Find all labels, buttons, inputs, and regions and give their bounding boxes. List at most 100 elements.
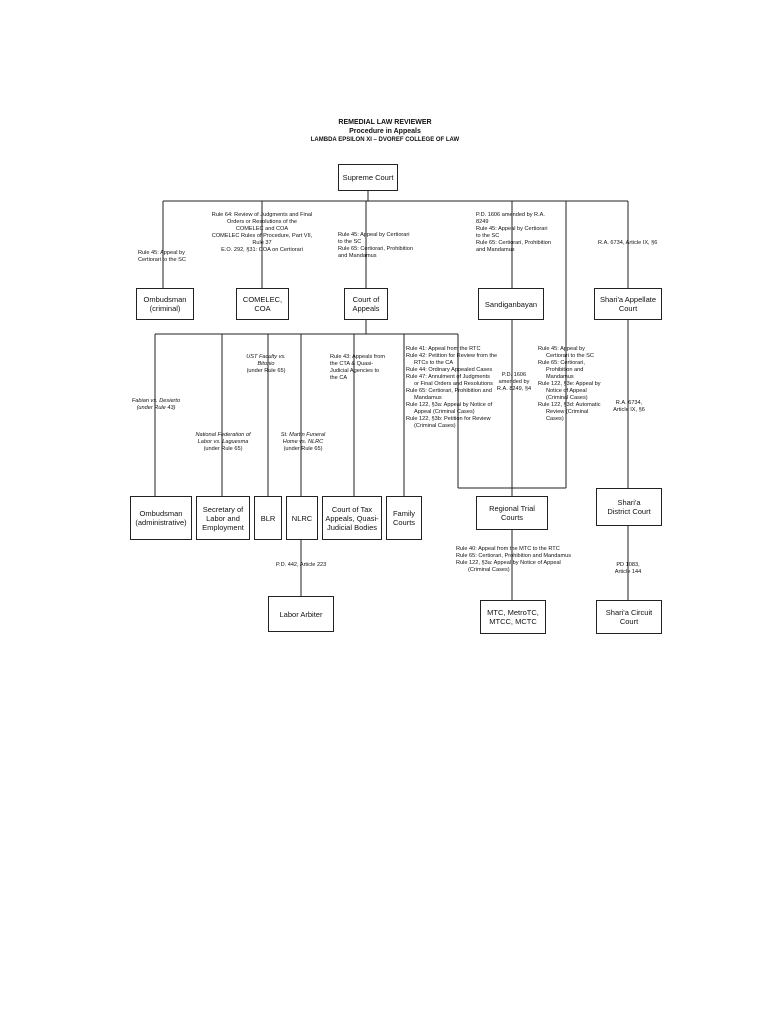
node-nlrc: NLRC xyxy=(286,496,318,540)
node-label: MTC, MetroTC, xyxy=(487,608,539,617)
label-rule-43: Rule 43: Appeals from the CTA & Quasi- J… xyxy=(330,354,385,382)
node-label: District Court xyxy=(607,507,651,516)
label-line: Home vs. NLRC xyxy=(282,439,324,445)
label-pd1606: P.D. 1606 amended by R.A. 8249, §4 xyxy=(492,372,536,393)
label-line: Rule 45: Appeal by xyxy=(538,346,585,352)
node-label: Ombudsman xyxy=(139,509,183,518)
label-line: Rule 122, §3b: Petition for Review xyxy=(406,416,491,422)
node-label: COA xyxy=(254,304,271,313)
node-label: Court of Tax xyxy=(331,504,373,514)
node-label: Sandiganbayan xyxy=(484,299,538,309)
label-line: R.A. 6734, xyxy=(615,400,643,406)
label-line: Article IX, §6 xyxy=(613,407,645,413)
label-line: Rule 65: Certiorari, Prohibition xyxy=(476,240,551,246)
label-line: Article 144 xyxy=(614,569,642,575)
header-subtitle: Procedure in Appeals xyxy=(349,128,421,135)
label-line: COMELEC Rules of Procedure, Part VII, xyxy=(211,233,313,239)
label-line: (Criminal Cases) xyxy=(546,395,588,401)
label-line: St. Martin Funeral xyxy=(280,432,326,438)
label-line: to the SC xyxy=(338,239,362,245)
label-line: Rule 122, §3a: Appeal by Notice of xyxy=(406,402,493,408)
node-label: Appeals, Quasi- xyxy=(325,513,379,523)
label-line: Review (Criminal xyxy=(546,409,589,415)
label-line: Rule 65: Certiorari, Prohibition xyxy=(338,246,413,252)
label-line: to the SC xyxy=(476,233,500,239)
label-line: R.A. 6734, Article IX, §6 xyxy=(598,240,658,246)
label-line: COMELEC and COA xyxy=(235,226,289,232)
label-line: and Mandamus xyxy=(476,247,515,253)
label-line: Mandamus xyxy=(414,395,442,401)
node-court-of-tax-appeals: Court of Tax Appeals, Quasi- Judicial Bo… xyxy=(322,496,382,540)
label-line: or Final Orders and Resolutions xyxy=(414,381,493,387)
label-line: Rule 42: Petition for Review from the xyxy=(406,353,498,359)
label-line: and Mandamus xyxy=(338,253,377,259)
label-line: Rule 45: Appeal by Certiorari xyxy=(476,226,548,232)
label-line: Appeal (Criminal Cases) xyxy=(414,409,475,415)
node-label: Court xyxy=(619,617,639,626)
label-line: (under Rule 65) xyxy=(246,368,286,374)
label-line: Prohibition and xyxy=(546,367,584,373)
label-ca-to-sc: Rule 45: Appeal by Certiorari to the SC … xyxy=(338,232,413,260)
label-line: (Criminal Cases) xyxy=(414,423,456,429)
label-rtc-to-sc: Rule 45: Appeal by Certiorari to the SC … xyxy=(538,346,601,423)
node-label: Secretary of xyxy=(202,504,244,514)
label-line: National Federation of xyxy=(195,432,251,438)
label-line: (under Rule 65) xyxy=(283,446,323,452)
label-line: (under Rule 65) xyxy=(203,446,243,452)
label-sandiganbayan-to-sc: P.D. 1606 amended by R.A. 8249 Rule 45: … xyxy=(476,212,551,254)
node-label: Supreme Court xyxy=(342,173,394,182)
label-st-martin: St. Martin Funeral Home vs. NLRC (under … xyxy=(280,432,326,453)
node-label: NLRC xyxy=(291,513,313,523)
label-line: Rule 65: Certiorari, Prohibition and Man… xyxy=(456,553,572,559)
label-line: Rule 122, §3d: Automatic xyxy=(538,402,601,408)
label-line: the CTA & Quasi- xyxy=(330,361,374,367)
label-line: Labor vs. Laguesma xyxy=(197,439,249,445)
label-line: E.O. 292, §31: COA on Certiorari xyxy=(221,247,303,253)
node-label: Family xyxy=(392,509,416,518)
label-line: Fabian vs. Desierto xyxy=(131,398,181,404)
label-line: Rule 65: Certiorari, xyxy=(538,360,585,366)
label-pd1083: PD 1083, Article 144 xyxy=(606,562,650,576)
label-line: Bitonio xyxy=(257,361,275,367)
node-label: (administrative) xyxy=(135,518,187,527)
label-line: (Criminal Cases) xyxy=(468,567,510,573)
node-supreme-court: Supreme Court xyxy=(338,164,398,191)
label-line: UST Faculty vs. xyxy=(246,354,286,360)
node-label: Shari'a Appellate xyxy=(599,295,657,304)
node-label: Court of xyxy=(352,295,380,304)
label-line: (under Rule 43) xyxy=(136,405,176,411)
node-label: Appeals xyxy=(352,304,380,313)
label-line: R.A. 8249, §4 xyxy=(496,386,532,392)
node-secretary-labor: Secretary of Labor and Employment xyxy=(196,496,250,540)
label-mtc-to-rtc: Rule 40: Appeal from the MTC to the RTC … xyxy=(456,546,571,574)
label-sharia-to-sc: R.A. 6734, Article IX, §6 xyxy=(598,240,657,247)
node-label: Ombudsman xyxy=(143,295,187,304)
label-line: Notice of Appeal xyxy=(546,388,587,394)
node-label: Labor and xyxy=(206,513,240,523)
node-blr: BLR xyxy=(254,496,282,540)
label-ra6734: R.A. 6734, Article IX, §6 xyxy=(606,400,652,414)
node-sharia-district: Shari'a District Court xyxy=(596,488,662,526)
node-label: Shari'a xyxy=(617,498,641,507)
label-line: Rule 45: Appeal by xyxy=(138,250,185,256)
label-line: Rule 65: Certiorari, Prohibition and xyxy=(406,388,492,394)
node-label: COMELEC, xyxy=(242,295,283,304)
node-label: Regional Trial xyxy=(489,504,535,513)
node-labor-arbiter: Labor Arbiter xyxy=(268,596,334,632)
label-line: Rule 41: Appeal from the RTC xyxy=(406,346,481,352)
label-line: RTCs to the CA xyxy=(414,360,454,366)
node-sandiganbayan: Sandiganbayan xyxy=(478,288,544,320)
label-comelec-to-sc: Rule 64: Review of Judgments and Final O… xyxy=(210,212,314,254)
node-comelec-coa: COMELEC, COA xyxy=(236,288,289,320)
label-line: Rule 47: Annulment of Judgments xyxy=(406,374,490,380)
label-line: Rule 40: Appeal from the MTC to the RTC xyxy=(456,546,560,552)
label-pd442: P.D. 442, Article 223 xyxy=(276,562,326,569)
label-line: Certiorari to the SC xyxy=(138,257,186,263)
node-label: Courts xyxy=(500,513,524,522)
label-line: Rule 122, §3a: Appeal by Notice of Appea… xyxy=(456,560,561,566)
label-line: Rule 45: Appeal by Certiorari xyxy=(338,232,410,238)
node-label: MTCC, MCTC xyxy=(489,617,537,626)
label-line: P.D. 1606 xyxy=(501,372,527,378)
node-label: Court xyxy=(618,304,638,313)
